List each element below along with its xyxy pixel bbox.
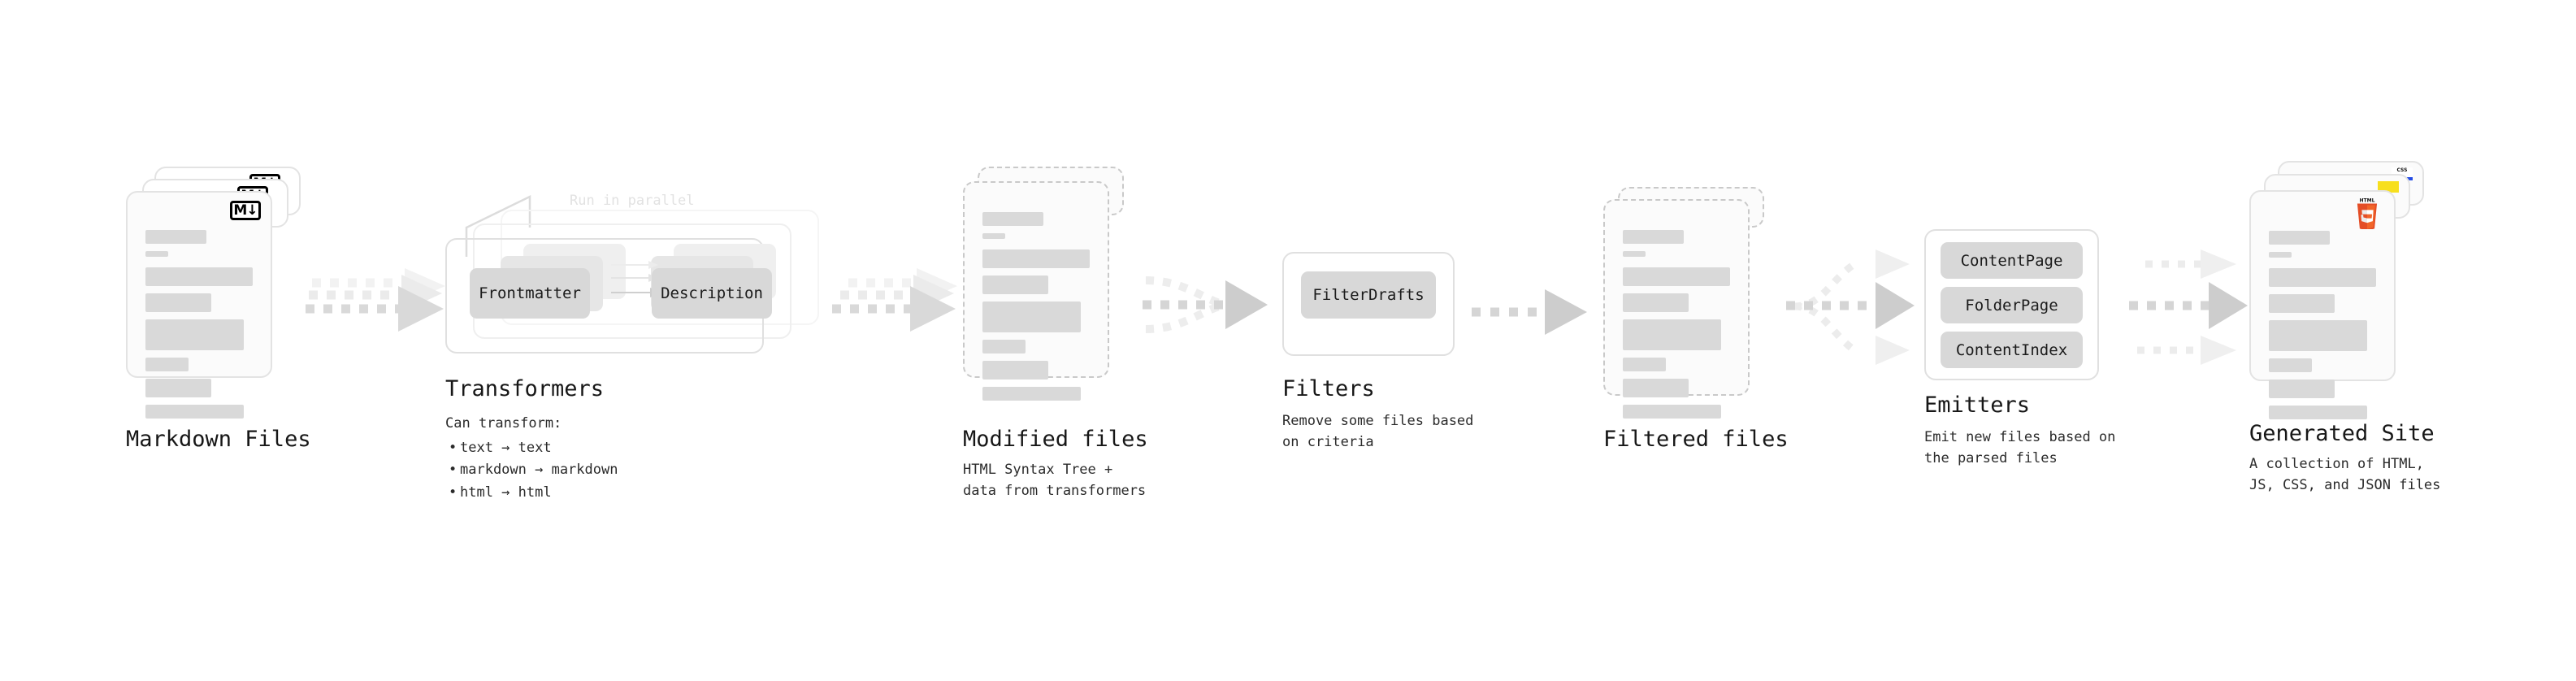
transformers-bullet-item: html → html xyxy=(449,482,618,505)
skeleton-line xyxy=(982,212,1044,226)
skeleton-line xyxy=(2269,358,2312,372)
transformers-group: Run in parallel Frontmatter Description … xyxy=(445,193,819,366)
skeleton-line xyxy=(1623,379,1689,397)
transformers-bullets: Can transform: text → text markdown → ma… xyxy=(445,413,618,504)
markdown-icon-front: M↓ xyxy=(230,201,261,220)
modified-files-card-stack xyxy=(963,167,1138,401)
site-card-front: HTML xyxy=(2249,190,2396,419)
skeleton-line xyxy=(2269,380,2335,398)
transformers-bullets-lead: Can transform: xyxy=(445,415,562,432)
skeleton-line xyxy=(1623,319,1722,350)
site-card-skeleton xyxy=(2269,231,2376,427)
emitters-title: Emitters xyxy=(1924,393,2031,418)
skeleton-line xyxy=(2269,294,2335,313)
skeleton-line xyxy=(1623,267,1730,286)
filters-title: Filters xyxy=(1282,376,1375,401)
arrow-filters-to-filtered xyxy=(1472,289,1587,335)
emitter-chip-contentpage[interactable]: ContentPage xyxy=(1941,242,2083,279)
skeleton-line xyxy=(982,249,1090,268)
filtered-files-card-stack xyxy=(1603,187,1778,419)
run-in-parallel-bracket xyxy=(465,195,531,257)
skeleton-line xyxy=(1623,293,1689,312)
filters-subtitle: Remove some files based on criteria xyxy=(1282,413,1474,451)
transformers-bullet-item: markdown → markdown xyxy=(449,459,618,482)
markdown-card-front: M↓ xyxy=(126,191,272,419)
skeleton-line xyxy=(145,230,207,244)
arrow-transformers-to-modified xyxy=(832,268,957,332)
emitters-box xyxy=(1924,229,2099,380)
arrow-filtered-to-emitters xyxy=(1786,249,1915,365)
skeleton-line xyxy=(982,340,1026,354)
filters-box xyxy=(1282,252,1455,356)
transformer-chip-frontmatter[interactable]: Frontmatter xyxy=(470,268,590,319)
filtered-card-front xyxy=(1603,199,1750,419)
arrow-emitters-to-site xyxy=(2129,249,2248,365)
filtered-card-skeleton xyxy=(1623,230,1730,426)
skeleton-line xyxy=(982,275,1048,294)
skeleton-line xyxy=(1623,358,1666,371)
skeleton-line xyxy=(2269,320,2368,351)
filters-group: FilterDrafts xyxy=(1282,252,1457,358)
markdown-files-card-stack: M↓ M↓ M↓ xyxy=(126,167,301,419)
skeleton-line xyxy=(1623,230,1685,244)
skeleton-line xyxy=(982,233,1005,239)
skeleton-line xyxy=(982,361,1048,380)
skeleton-line xyxy=(1623,251,1646,257)
emitter-chip-folderpage[interactable]: FolderPage xyxy=(1941,287,2083,323)
filter-chip-filterdrafts[interactable]: FilterDrafts xyxy=(1301,271,1436,319)
transformers-title: Transformers xyxy=(445,376,605,401)
skeleton-line xyxy=(145,358,189,371)
generated-site-card-stack: CSS HTML xyxy=(2249,161,2428,419)
markdown-files-title: Markdown Files xyxy=(126,427,311,452)
skeleton-line xyxy=(982,387,1082,401)
emitters-subtitle: Emit new files based on the parsed files xyxy=(1924,429,2116,467)
skeleton-line xyxy=(982,301,1082,332)
modified-card-skeleton xyxy=(982,212,1090,408)
transformers-bullet-item: text → text xyxy=(449,437,618,460)
js-icon xyxy=(2378,181,2399,193)
skeleton-line xyxy=(2269,268,2376,287)
arrow-modified-to-filters xyxy=(1143,276,1268,333)
modified-files-subtitle: HTML Syntax Tree + data from transformer… xyxy=(963,462,1147,500)
arrow-md-to-transformers xyxy=(306,268,445,332)
skeleton-line xyxy=(145,251,168,257)
run-in-parallel-label: Run in parallel xyxy=(570,193,695,209)
skeleton-line xyxy=(145,379,211,397)
skeleton-line xyxy=(145,405,245,419)
skeleton-line xyxy=(145,267,253,286)
skeleton-line xyxy=(2269,406,2368,419)
html5-icon: HTML xyxy=(2357,198,2378,229)
skeleton-line xyxy=(2269,252,2292,258)
transformer-chip-description[interactable]: Description xyxy=(652,268,772,319)
skeleton-line xyxy=(1623,405,1722,419)
generated-site-title: Generated Site xyxy=(2249,421,2435,446)
markdown-card-skeleton xyxy=(145,230,253,426)
skeleton-line xyxy=(2269,231,2331,245)
emitters-group: ContentPage FolderPage ContentIndex xyxy=(1924,229,2103,384)
modified-card-front xyxy=(963,181,1109,401)
filtered-files-title: Filtered files xyxy=(1603,427,1789,452)
skeleton-line xyxy=(145,293,211,312)
skeleton-line xyxy=(145,319,245,350)
generated-site-subtitle: A collection of HTML, JS, CSS, and JSON … xyxy=(2249,456,2441,494)
emitter-chip-contentindex[interactable]: ContentIndex xyxy=(1941,332,2083,368)
svg-text:HTML: HTML xyxy=(2360,198,2375,204)
modified-files-title: Modified files xyxy=(963,427,1148,452)
